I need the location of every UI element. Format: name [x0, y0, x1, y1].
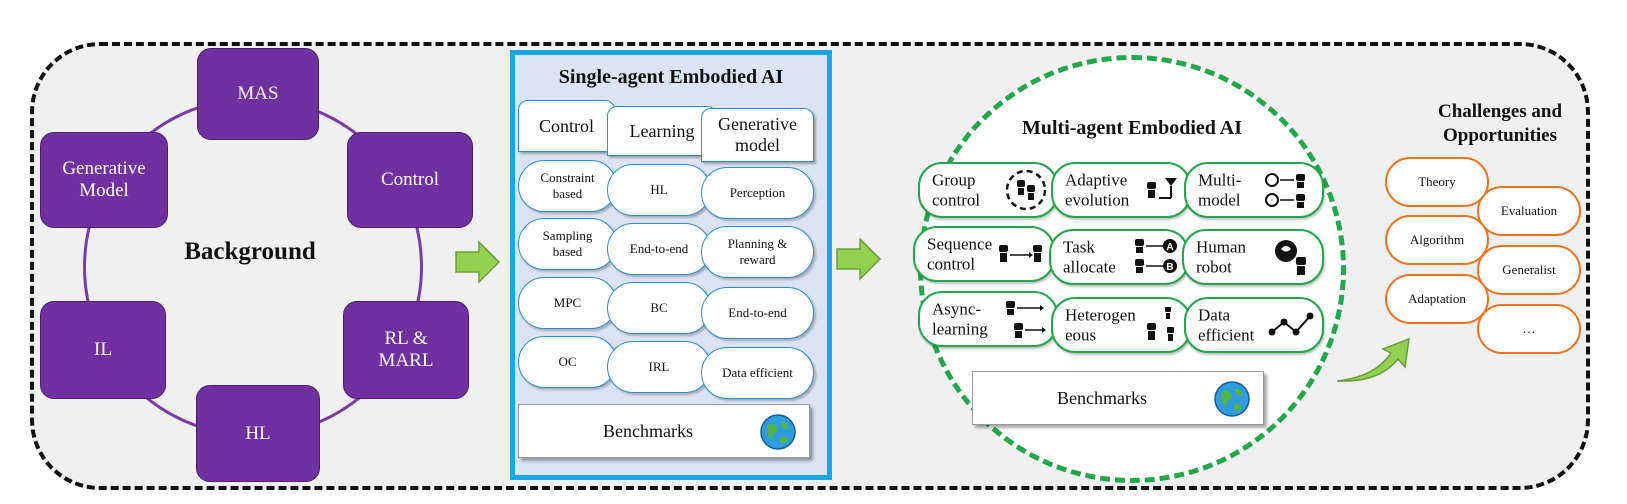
brain-robot-icon — [1275, 240, 1306, 275]
globe-icon — [1214, 381, 1250, 417]
tab-generative-model[interactable]: Generative model — [701, 108, 814, 162]
globe-icon — [760, 414, 796, 450]
multi-item-heterogeneous: Heterogen eous — [1051, 297, 1191, 353]
challenge-item-evaluation: Evaluation — [1477, 186, 1581, 236]
tab-control[interactable]: Control — [518, 100, 615, 152]
node-rl-marl: RL & MARL — [343, 301, 469, 399]
challenge-item-adaptation: Adaptation — [1385, 274, 1489, 324]
multi-item-label: Task allocate — [1063, 237, 1116, 276]
multi-item-label: Human robot — [1196, 237, 1247, 276]
generative-item-planning-reward: Planning & reward — [701, 226, 814, 278]
multi-item-data-efficient: Data efficient — [1184, 297, 1324, 353]
multi-item-multi-model: Multi- model — [1184, 162, 1324, 218]
multi-item-label: Sequence control — [927, 234, 993, 273]
multi-item-label: Heterogen eous — [1065, 305, 1136, 344]
multi-item-label: Adaptive evolution — [1065, 170, 1130, 209]
openai-icon — [1265, 173, 1305, 208]
learning-item-irl: IRL — [607, 341, 711, 393]
single-agent-title: Single-agent Embodied AI — [558, 66, 784, 88]
multi-item-label: Async- learning — [932, 299, 988, 338]
learning-item-hl: HL — [607, 164, 711, 216]
network-icon — [1268, 312, 1314, 336]
challenge-item-algorithm: Algorithm — [1385, 215, 1489, 265]
multi-item-label: Data efficient — [1198, 305, 1255, 344]
svg-text:A: A — [1166, 242, 1173, 253]
generative-item-data-efficient: Data efficient — [701, 347, 814, 399]
arrow-right-icon — [836, 237, 882, 281]
control-item-sampling-based: Sampling based — [518, 218, 617, 270]
challenge-item-more: … — [1477, 304, 1581, 354]
node-hl: HL — [196, 385, 320, 482]
curved-arrow-icon — [1336, 337, 1410, 382]
control-item-constraint-based: Constraint based — [518, 160, 617, 212]
svg-text:B: B — [1166, 262, 1173, 273]
robot-heterogeneous-icon — [1147, 307, 1174, 341]
node-il: IL — [40, 301, 166, 399]
learning-item-bc: BC — [607, 282, 711, 334]
robot-evolution-icon — [1147, 178, 1177, 199]
background-title: Background — [184, 238, 316, 265]
robot-async-icon — [1006, 301, 1046, 338]
node-generative-model: Generative Model — [40, 132, 168, 228]
learning-item-end-to-end: End-to-end — [607, 223, 711, 275]
multi-item-human-robot: Human robot — [1182, 229, 1324, 285]
single-benchmarks-box: Benchmarks — [518, 404, 810, 458]
robot-sequence-icon — [999, 245, 1042, 262]
control-item-oc: OC — [518, 336, 617, 388]
arrow-right-icon — [455, 240, 501, 284]
robot-group-icon — [1005, 169, 1047, 211]
multi-item-label: Group control — [932, 170, 981, 209]
node-control: Control — [347, 132, 473, 228]
challenges-title: Challenges and Opportunities — [1437, 101, 1563, 146]
robot-task-icon: A B — [1135, 239, 1177, 273]
control-item-mpc: MPC — [518, 277, 617, 329]
multi-benchmarks-label: Benchmarks — [1057, 387, 1147, 408]
multi-item-group-control: Group control — [918, 162, 1058, 218]
multi-item-sequence-control: Sequence control — [913, 226, 1055, 282]
multi-benchmarks-box: Benchmarks — [972, 371, 1264, 425]
single-benchmarks-label: Benchmarks — [603, 420, 693, 441]
multi-item-label: Multi- model — [1198, 170, 1242, 209]
generative-item-perception: Perception — [701, 167, 814, 219]
challenge-item-theory: Theory — [1385, 157, 1489, 207]
node-mas: MAS — [197, 48, 319, 140]
multi-item-task-allocate: Task allocate A B — [1049, 229, 1189, 285]
multi-item-adaptive-evolution: Adaptive evolution — [1051, 162, 1191, 218]
multi-agent-title: Multi-agent Embodied AI — [1021, 117, 1243, 139]
multi-item-async-learning: Async- learning — [918, 291, 1058, 347]
challenge-item-generalist: Generalist — [1477, 245, 1581, 295]
generative-item-end-to-end: End-to-end — [701, 287, 814, 339]
